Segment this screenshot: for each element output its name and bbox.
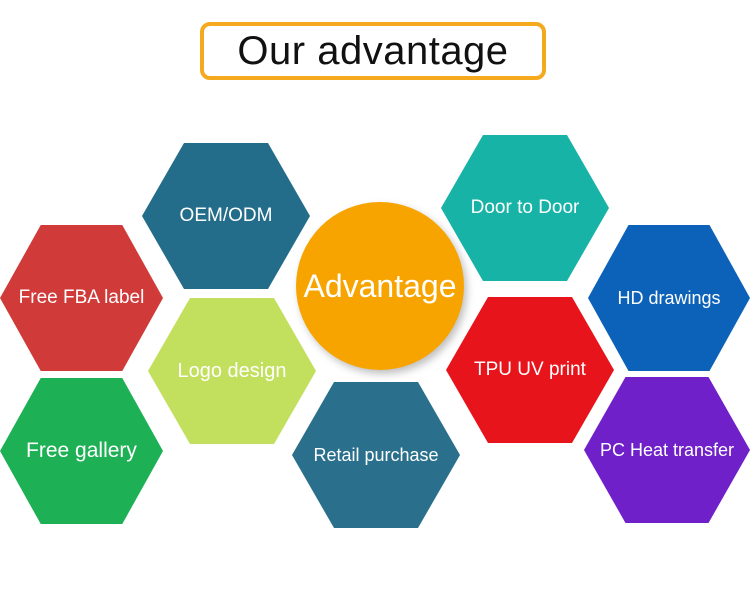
- hexagon-label: Logo design: [177, 359, 287, 382]
- hexagon-tpu-uv-print: TPU UV print: [446, 297, 614, 443]
- hexagon-free-gallery: Free gallery: [0, 378, 163, 524]
- title-box: Our advantage: [200, 22, 546, 80]
- hexagon-label: Door to Door: [470, 197, 580, 218]
- center-label: Advantage: [303, 267, 457, 304]
- hexagon-logo-design: Logo design: [148, 298, 316, 444]
- hexagon-pc-heat-transfer: PC Heat transfer: [584, 377, 750, 523]
- page-title: Our advantage: [237, 28, 509, 73]
- hexagon-free-fba-label: Free FBA label: [0, 225, 163, 371]
- hexagon-label: HD drawings: [617, 287, 721, 308]
- hexagon-label: OEM/ODM: [179, 205, 273, 226]
- hexagon-oem-odm: OEM/ODM: [142, 143, 310, 289]
- hexagon-label: Free FBA label: [18, 287, 145, 308]
- hexagon-retail-purchase: Retail purchase: [292, 382, 460, 528]
- hexagon-label: Free gallery: [26, 439, 137, 462]
- hexagon-label: TPU UV print: [474, 359, 586, 380]
- hexagon-label: PC Heat transfer: [599, 439, 735, 460]
- hexagon-label: Retail purchase: [313, 444, 439, 465]
- center-circle-advantage: Advantage: [296, 202, 464, 370]
- hexagon-door-to-door: Door to Door: [441, 135, 609, 281]
- hexagon-hd-drawings: HD drawings: [588, 225, 750, 371]
